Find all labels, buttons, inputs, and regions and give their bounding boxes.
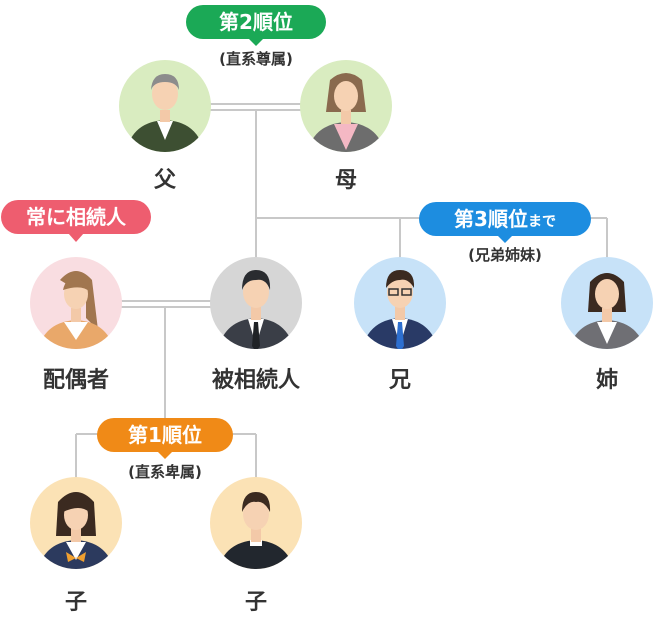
third-rank-suffix: まで (527, 214, 556, 230)
sister-name: 姉 (595, 368, 618, 393)
child-girl-avatar (30, 477, 122, 569)
spouse-avatar (30, 257, 122, 349)
third-rank-badge-tail (497, 235, 513, 243)
father-name: 父 (153, 168, 176, 193)
spouse-name: 配偶者 (42, 368, 109, 393)
second-rank-label: 第2順位 (219, 10, 293, 34)
first-rank-label: 第1順位 (128, 423, 202, 447)
brother-avatar (354, 257, 446, 349)
spouse-always-badge: 常に相続人 (1, 200, 151, 234)
father-avatar (119, 60, 211, 152)
second-rank-sub: (直系尊属) (219, 50, 293, 68)
first-rank-sub: (直系卑属) (128, 463, 202, 481)
first-rank-badge: 第1順位 (97, 418, 233, 452)
deceased-avatar (210, 257, 302, 349)
third-rank-badge: 第3順位まで (419, 202, 591, 236)
sister-avatar (561, 257, 653, 349)
second-rank-badge-tail (248, 38, 264, 46)
spouse-always-badge-tail (68, 233, 84, 242)
child-boy-name: 子 (244, 590, 267, 615)
child-girl-name: 子 (64, 590, 87, 615)
first-rank-badge-tail (157, 451, 173, 459)
mother-name: 母 (334, 168, 357, 193)
child-boy-avatar (210, 477, 302, 569)
third-rank-sub: (兄弟姉妹) (468, 246, 542, 264)
mother-avatar (300, 60, 392, 152)
second-rank-badge: 第2順位 (186, 5, 326, 39)
third-rank-label: 第3順位 (454, 207, 528, 231)
spouse-always-label: 常に相続人 (26, 205, 126, 229)
deceased-name: 被相続人 (211, 368, 300, 393)
brother-name: 兄 (388, 368, 411, 393)
